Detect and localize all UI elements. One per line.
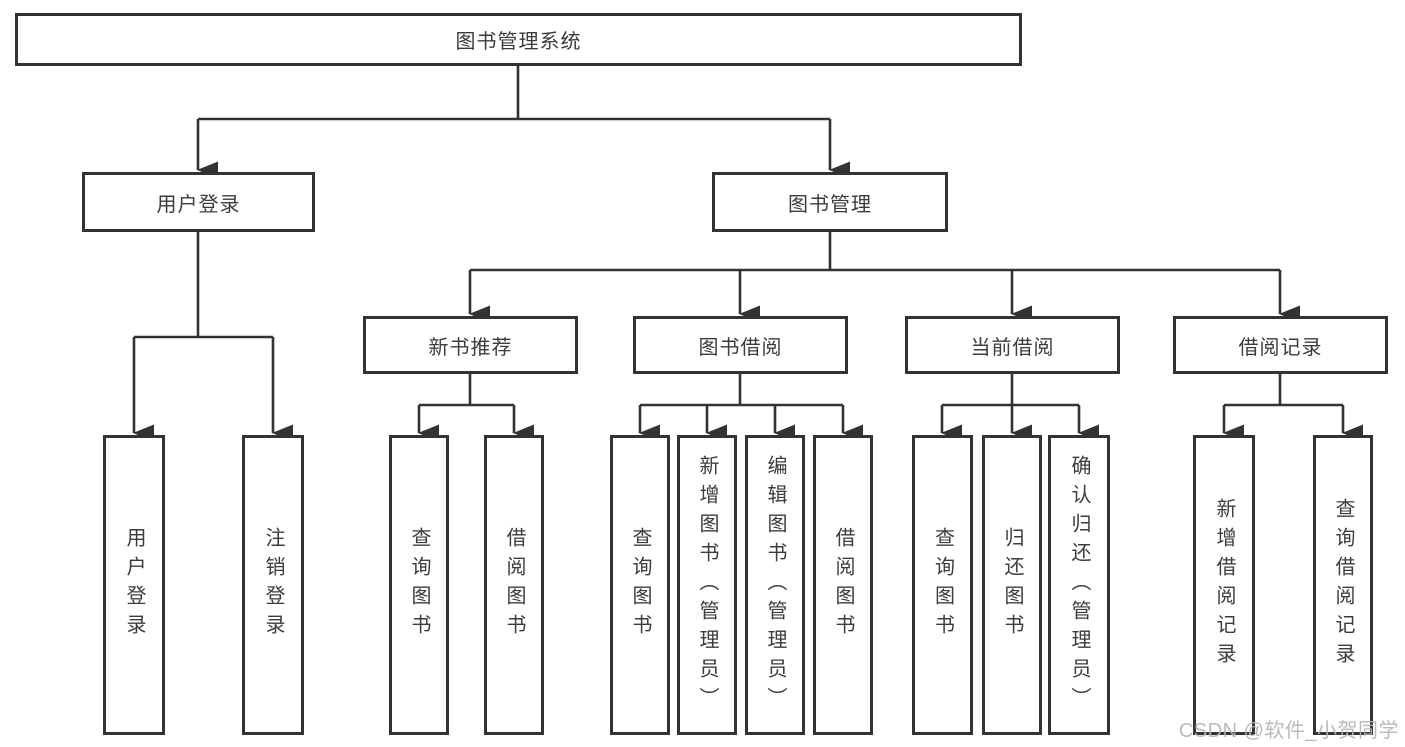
leaf-user-login-label: 用户登录 [123,527,145,643]
node-user-login-branch: 用户登录 [82,172,315,232]
node-borrowing-records: 借阅记录 [1173,316,1388,374]
leaf-current-confirm-return-admin-label: 确认归还（管理员） [1068,454,1090,716]
leaf-records-add-record: 新增借阅记录 [1193,435,1255,735]
leaf-logout: 注销登录 [242,435,304,735]
leaf-current-return-books: 归还图书 [982,435,1042,735]
leaf-borrow-add-books-admin: 新增图书（管理员） [677,435,737,735]
leaf-borrow-borrow-books: 借阅图书 [813,435,873,735]
leaf-user-login: 用户登录 [103,435,165,735]
leaf-newrec-query-books-label: 查询图书 [408,527,430,643]
node-book-borrowing: 图书借阅 [633,316,848,374]
leaf-borrow-edit-books-admin: 编辑图书（管理员） [745,435,805,735]
node-root-label: 图书管理系统 [455,31,582,53]
leaf-records-add-record-label: 新增借阅记录 [1213,498,1235,672]
node-book-management-label: 图书管理 [788,193,872,216]
leaf-current-query-books: 查询图书 [912,435,973,735]
leaf-borrow-edit-books-admin-label: 编辑图书（管理员） [764,454,786,716]
leaf-logout-label: 注销登录 [262,527,284,643]
node-current-borrowing: 当前借阅 [905,316,1120,374]
leaf-borrow-query-books: 查询图书 [610,435,670,735]
leaf-borrow-borrow-books-label: 借阅图书 [832,527,854,643]
leaf-borrow-query-books-label: 查询图书 [629,527,651,643]
watermark: CSDN @软件_小贺同学 [1178,720,1399,742]
leaf-current-query-books-label: 查询图书 [931,527,954,643]
leaf-newrec-query-books: 查询图书 [389,435,449,735]
node-borrowing-records-label: 借阅记录 [1238,336,1323,359]
node-user-login-branch-label: 用户登录 [156,193,241,216]
leaf-newrec-borrow-books-label: 借阅图书 [503,527,525,643]
node-book-borrowing-label: 图书借阅 [698,336,783,359]
leaf-records-query-record: 查询借阅记录 [1313,435,1373,735]
node-new-book-recommend-label: 新书推荐 [428,336,513,359]
node-new-book-recommend: 新书推荐 [363,316,578,374]
node-current-borrowing-label: 当前借阅 [970,336,1055,359]
leaf-newrec-borrow-books: 借阅图书 [484,435,544,735]
leaf-records-query-record-label: 查询借阅记录 [1332,498,1354,672]
leaf-current-confirm-return-admin: 确认归还（管理员） [1048,435,1110,735]
node-root: 图书管理系统 [15,13,1022,66]
leaf-borrow-add-books-admin-label: 新增图书（管理员） [696,454,718,716]
node-book-management: 图书管理 [712,172,948,232]
leaf-current-return-books-label: 归还图书 [1001,527,1023,643]
